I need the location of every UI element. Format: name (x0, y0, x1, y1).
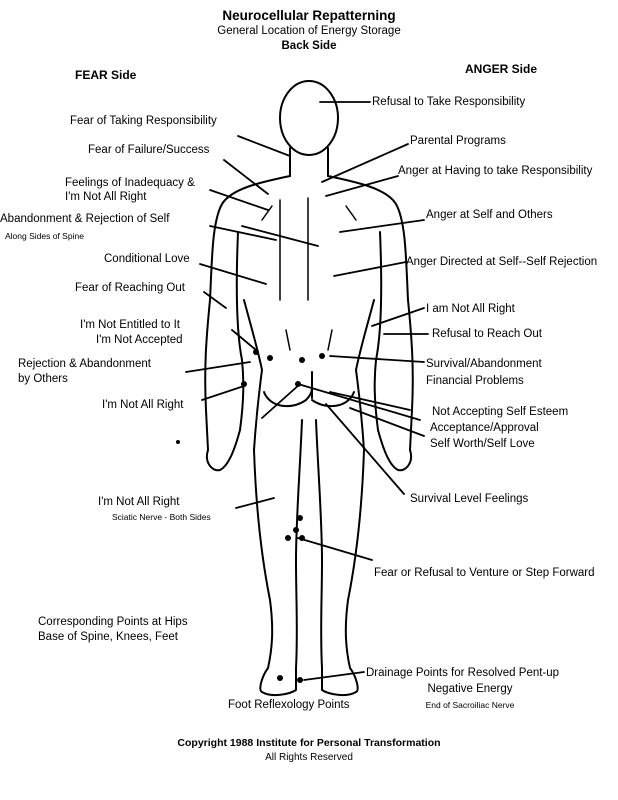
label-refusal-responsibility: Refusal to Take Responsibility (372, 96, 526, 108)
label-corresponding-points-1: Corresponding Points at Hips (38, 616, 188, 628)
label-abandonment-self: Abandonment & Rejection of Self (0, 213, 170, 225)
label-venture-step-forward: Fear or Refusal to Venture or Step Forwa… (374, 567, 595, 579)
label-self-worth: Self Worth/Self Love (430, 438, 535, 450)
leg-outer-outline (253, 449, 365, 669)
label-survival-abandonment: Survival/Abandonment (426, 358, 542, 370)
neck-outline (289, 147, 329, 177)
leg-inner-outline (295, 419, 323, 669)
label-not-all-right-leg: I'm Not All Right (98, 496, 180, 508)
torso-outline (204, 175, 414, 451)
label-acceptance-approval: Acceptance/Approval (430, 422, 539, 434)
spine-lines (279, 197, 333, 351)
view-label: Back Side (281, 40, 337, 52)
label-fear-reaching-out: Fear of Reaching Out (75, 282, 185, 294)
label-self-esteem: Not Accepting Self Esteem (432, 406, 569, 418)
label-foot-reflexology: Foot Reflexology Points (228, 699, 350, 711)
label-fear-failure-success: Fear of Failure/Success (88, 144, 210, 156)
hip-outline (243, 299, 375, 451)
label-refusal-reach-out: Refusal to Reach Out (432, 328, 542, 340)
label-inadequacy-1: Feelings of Inadequacy & (65, 177, 195, 189)
shoulder-blade-lines (261, 205, 357, 221)
hand-outline (206, 429, 412, 472)
label-fear-taking-responsibility: Fear of Taking Responsibility (70, 115, 217, 127)
diagram-title: Neurocellular Repatterning (222, 8, 396, 23)
label-not-all-right-hip: I'm Not All Right (102, 399, 184, 411)
label-drainage-points-2: Negative Energy (427, 683, 513, 695)
head-outline (279, 80, 339, 156)
label-abandonment-self-note: Along Sides of Spine (5, 231, 84, 241)
label-anger-taking-responsibility: Anger at Having to take Responsibility (398, 165, 593, 177)
diagram-subtitle: General Location of Energy Storage (217, 25, 401, 37)
label-not-accepted: I'm Not Accepted (96, 334, 183, 346)
label-i-am-not-all-right: I am Not All Right (426, 303, 515, 315)
leader-lines (185, 101, 429, 681)
anger-side-heading: ANGER Side (465, 62, 538, 76)
label-anger-self-others: Anger at Self and Others (426, 209, 553, 221)
rights-text: All Rights Reserved (265, 752, 353, 763)
energy-points (176, 349, 325, 683)
copyright-text: Copyright 1988 Institute for Personal Tr… (177, 737, 441, 749)
label-sciatic-nerve: Sciatic Nerve - Both Sides (112, 512, 211, 522)
label-inadequacy-2: I'm Not All Right (65, 191, 147, 203)
label-rejection-abandonment-1: Rejection & Abandonment (18, 358, 151, 370)
label-drainage-points-1: Drainage Points for Resolved Pent-up (366, 667, 560, 679)
fear-side-heading: FEAR Side (75, 68, 137, 82)
label-parental-programs: Parental Programs (410, 135, 506, 147)
label-rejection-abandonment-2: by Others (18, 373, 68, 385)
foot-outline (259, 667, 359, 697)
label-financial-problems: Financial Problems (426, 375, 524, 387)
label-conditional-love: Conditional Love (104, 253, 190, 265)
label-survival-feelings: Survival Level Feelings (410, 493, 529, 505)
label-anger-self-rejection: Anger Directed at Self--Self Rejection (406, 256, 598, 268)
label-sacroiliac-nerve: End of Sacroiliac Nerve (425, 700, 515, 710)
label-corresponding-points-2: Base of Spine, Knees, Feet (38, 631, 179, 643)
label-not-entitled: I'm Not Entitled to It (80, 319, 180, 331)
